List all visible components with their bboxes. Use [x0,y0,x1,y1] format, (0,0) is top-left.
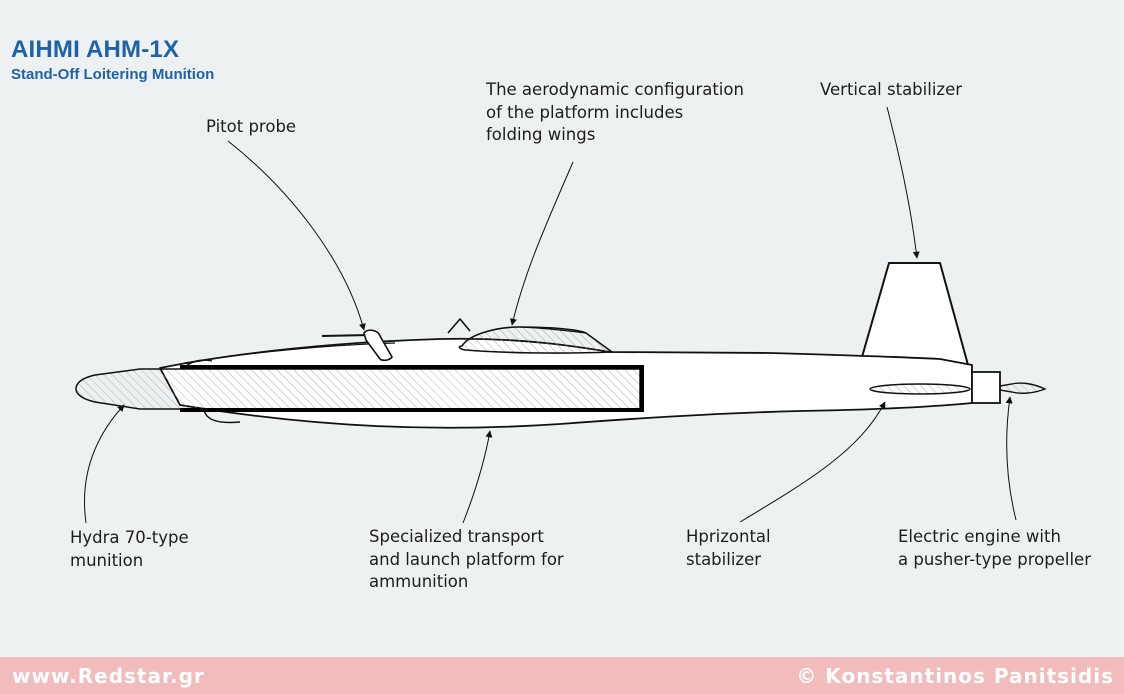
folding-wing-shape [458,326,615,354]
callout-hydra-munition: Hydra 70-type munition [70,528,189,570]
callout-horizontal-stabilizer: Hprizontal stabilizer [686,527,771,569]
diagram-title: AIHMI AHM-1X [11,36,180,63]
vertical-stabilizer-shape [861,262,969,366]
hydra-munition-shape [75,368,641,410]
ventral-fairing [203,409,241,424]
leader-electric-engine [1005,396,1017,521]
callout-vertical-stabilizer: Vertical stabilizer [820,80,963,99]
launch-tube-outline [180,365,644,412]
nose-fairing-top [185,359,213,367]
leader-transport-platform [462,430,493,524]
diagram-subtitle: Stand-Off Loitering Munition [11,66,215,83]
leader-vertical-stabilizer [886,106,920,259]
footer-band: www.Redstar.gr © Konstantinos Panitsidis [0,657,1124,694]
dorsal-antenna [447,318,471,334]
leader-horizontal-stabilizer [739,401,886,523]
leader-pitot-probe [227,140,366,331]
propeller-shape [999,382,1047,394]
callout-pitot-probe: Pitot probe [206,117,297,136]
callout-folding-wings: The aerodynamic configuration of the pla… [486,80,744,144]
footer-copyright: © Konstantinos Panitsidis [796,664,1114,688]
wing-top-edge [519,326,587,334]
callout-transport-platform: Specialized transport and launch platfor… [369,527,564,591]
horizontal-stabilizer-shape [869,383,971,395]
engine-housing [971,371,1001,404]
leader-hydra-munition [84,404,125,524]
leader-wings [510,161,574,326]
callout-electric-engine: Electric engine with a pusher-type prope… [898,527,1091,569]
footer-website: www.Redstar.gr [12,664,205,688]
pitot-probe-housing [363,329,393,362]
pitot-probe-rod [321,334,371,337]
